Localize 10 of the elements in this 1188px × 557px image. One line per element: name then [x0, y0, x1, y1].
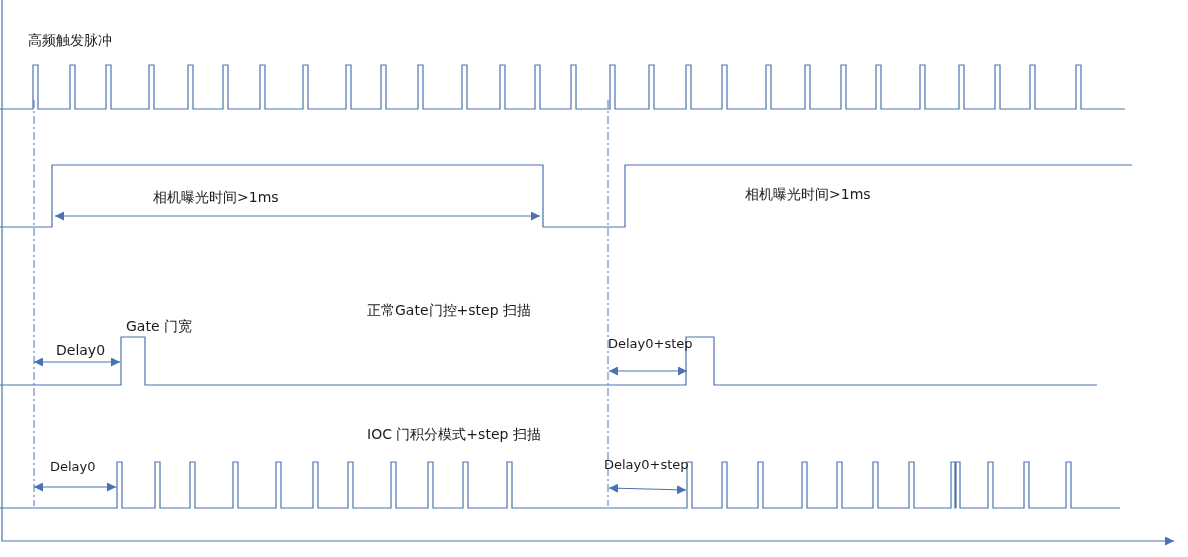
pulse-label: Gate 门宽 [126, 318, 192, 335]
signal-label: 高频触发脉冲 [28, 32, 112, 49]
mode-title: 正常Gate门控+step 扫描 [367, 302, 531, 319]
dimension-label: Delay0 [50, 459, 96, 475]
mode-title: IOC 门积分模式+step 扫描 [367, 426, 541, 443]
dimension-label: Delay0+step [608, 336, 693, 352]
dimension-label: Delay0+step [604, 457, 689, 473]
dimension-label: Delay0 [56, 342, 106, 359]
dimension-label: 相机曝光时间>1ms [153, 189, 279, 206]
dimension-label: 相机曝光时间>1ms [745, 186, 871, 203]
